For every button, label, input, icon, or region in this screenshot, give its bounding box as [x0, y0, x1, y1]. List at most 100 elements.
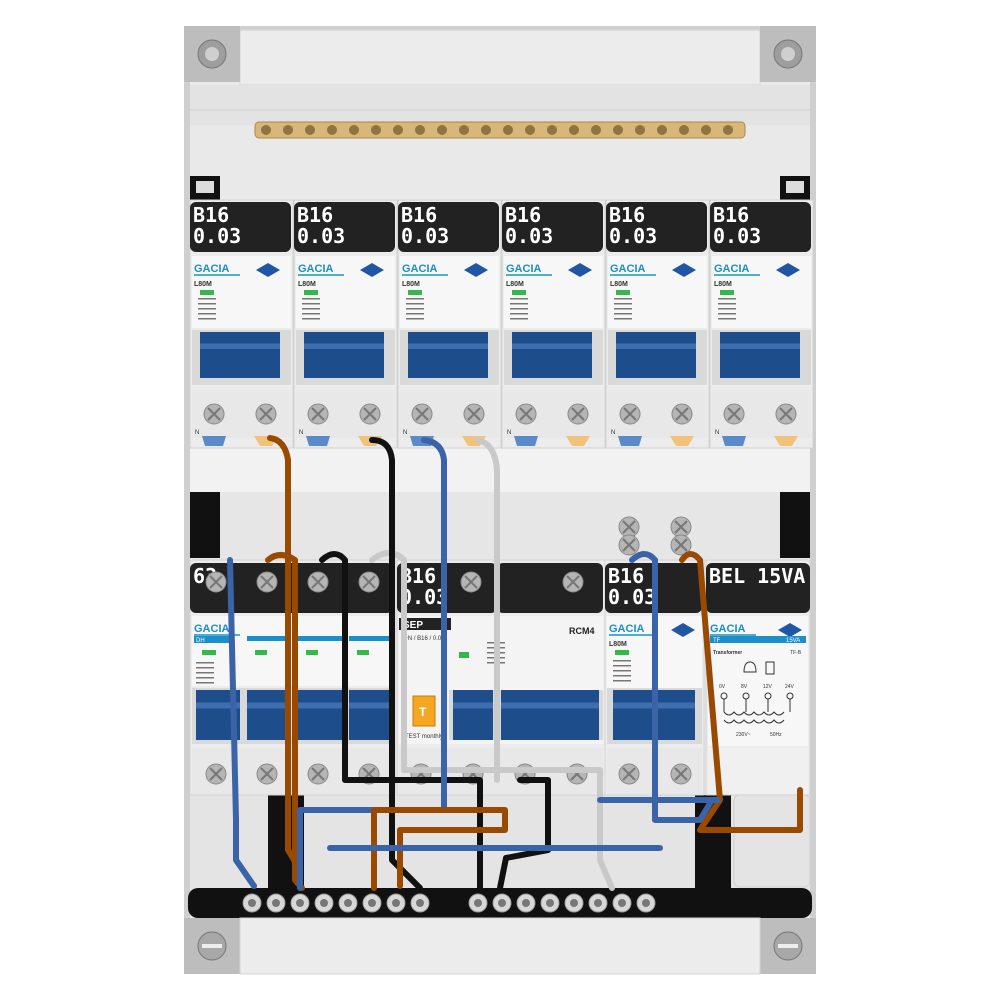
main-switch-toggle — [247, 690, 291, 740]
screw-slot — [259, 407, 273, 421]
rcbo-terminal-screw — [359, 403, 381, 425]
transformer-icon — [765, 661, 775, 675]
toggle-body — [408, 332, 446, 378]
busbar-hole — [283, 125, 293, 135]
neutral-clamp — [618, 436, 642, 446]
rcbo-terminal-screw — [670, 763, 692, 785]
busbar-hole — [503, 125, 513, 135]
rcbo-model-text: L80M — [506, 281, 524, 288]
rcbo-spec-lines — [198, 298, 216, 320]
brand-text: GACIA — [194, 263, 230, 275]
rcbo-terminal-screw — [567, 403, 589, 425]
top-cover — [239, 29, 761, 86]
label-text: 0.03 — [713, 224, 761, 248]
corner-screw-br — [760, 918, 816, 974]
rcd-top-screw — [562, 571, 584, 593]
spec-line — [196, 672, 214, 674]
screw-slot — [622, 520, 636, 534]
status-indicator — [304, 290, 318, 295]
screw-slot — [622, 767, 636, 781]
toggle-body — [616, 332, 654, 378]
rcd-test-text: TEST monthly — [405, 734, 443, 740]
screw-slot — [467, 407, 481, 421]
rcbo-n-label: N — [507, 430, 511, 436]
rcbo-spec-lines — [614, 298, 632, 320]
label-text: BEL 15VA — [709, 564, 805, 588]
toggle-highlight — [408, 343, 446, 350]
rcbo-toggle-left — [616, 332, 654, 378]
toggle-body — [349, 690, 393, 740]
rcbo-terminal-screw — [463, 403, 485, 425]
spec-line — [406, 313, 424, 315]
screw-slot — [209, 575, 223, 589]
wire-blue-rcbo — [629, 551, 715, 823]
toggle-body — [501, 690, 599, 740]
wire-grey-top — [475, 437, 500, 783]
screw-slot — [623, 407, 637, 421]
terminal-screw-slot — [474, 899, 482, 907]
corner-screw-bl — [184, 918, 240, 974]
main-switch-model-band — [194, 636, 230, 643]
screw-slot — [260, 575, 274, 589]
screw-slot — [674, 520, 688, 534]
toggle-body — [200, 332, 238, 378]
pole-band — [298, 636, 342, 641]
terminal-screw-slot — [296, 899, 304, 907]
label-text: 0.03 — [297, 224, 345, 248]
rcbo-terminal-screw — [671, 403, 693, 425]
line-clamp — [774, 436, 798, 446]
rcbo-toggle-right — [652, 332, 696, 378]
bell-icon — [743, 661, 757, 673]
transformer-model-band — [710, 636, 806, 643]
pole-band — [349, 636, 393, 641]
terminal-screw-slot — [594, 899, 602, 907]
rcbo-model-text: L80M — [298, 281, 316, 288]
spec-line — [613, 660, 631, 662]
label-text: B16 — [609, 203, 645, 227]
toggle-highlight — [720, 343, 758, 350]
busbar-hole — [613, 125, 623, 135]
spec-line — [614, 313, 632, 315]
busbar-hole — [393, 125, 403, 135]
wire-grey-main — [369, 550, 615, 891]
busbar-hole — [657, 125, 667, 135]
busbar-hole — [723, 125, 733, 135]
status-indicator — [200, 290, 214, 295]
mid-clip-right — [780, 492, 810, 558]
rcbo-toggle-left — [720, 332, 758, 378]
busbar-hole — [305, 125, 315, 135]
main-switch-toggle — [298, 690, 342, 740]
busbar-hole — [525, 125, 535, 135]
din-clip-left-window — [196, 181, 214, 193]
spec-line — [196, 682, 214, 684]
main-switch-terminal-screw — [205, 763, 227, 785]
rcbo-model-text: L80M — [402, 281, 420, 288]
busbar-hole — [481, 125, 491, 135]
bottom-cover — [239, 917, 761, 975]
rcbo-toggle-right — [651, 690, 695, 740]
brand-diamond-icon — [568, 263, 592, 277]
label-text: B16 — [193, 203, 229, 227]
rcd-test-button-text: T — [419, 705, 427, 719]
rcd-test-button — [412, 695, 436, 727]
rcd-top-screw — [460, 571, 482, 593]
rcbo-feed-screw — [670, 516, 692, 538]
rcbo-terminal-screw — [775, 403, 797, 425]
toggle-body — [613, 690, 651, 740]
toggle-highlight — [616, 343, 654, 350]
toggle-highlight — [304, 343, 342, 350]
busbar-hole — [679, 125, 689, 135]
busbar-hole — [569, 125, 579, 135]
toggle-body — [298, 690, 342, 740]
spec-line — [510, 318, 528, 320]
brand-text: GACIA — [402, 263, 438, 275]
brand-diamond-icon — [776, 263, 800, 277]
wire-brown-transformer — [679, 551, 803, 833]
transformer-type-text: TF-B — [790, 650, 802, 656]
spec-line — [718, 318, 736, 320]
rcbo-model-text: L80M — [610, 281, 628, 288]
neutral-terminal-blocks — [242, 893, 656, 913]
